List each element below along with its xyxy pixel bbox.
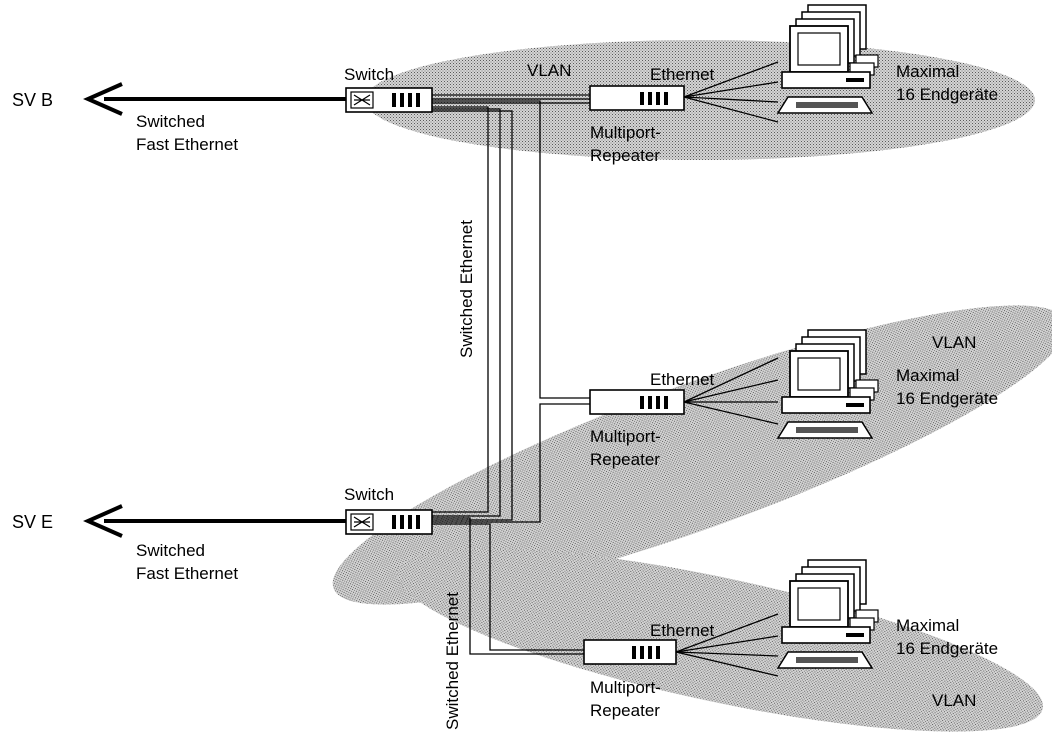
segment-bottom-devices-line1: Maximal bbox=[896, 616, 959, 635]
segment-top-repeater-line2: Repeater bbox=[590, 146, 660, 165]
segment-mid-media: Ethernet bbox=[650, 370, 715, 389]
repeater-bottom bbox=[584, 640, 676, 664]
repeater-middle bbox=[590, 390, 684, 414]
segment-bottom-repeater-line1: Multiport- bbox=[590, 678, 661, 697]
switch-bottom-label: Switch bbox=[344, 485, 394, 504]
segment-top-devices-line2: 16 Endgeräte bbox=[896, 85, 998, 104]
switch-top bbox=[346, 88, 432, 112]
segment-top-devices-line1: Maximal bbox=[896, 62, 959, 81]
segment-bottom-devices-line2: 16 Endgeräte bbox=[896, 639, 998, 658]
uplink-arrow-sv-b bbox=[88, 84, 346, 114]
vlan-label-top: VLAN bbox=[527, 61, 571, 80]
uplink-target-sv-e: SV E bbox=[12, 512, 53, 532]
uplink-label-e-line2: Fast Ethernet bbox=[136, 564, 238, 583]
segment-top-media: Ethernet bbox=[650, 65, 715, 84]
segment-top-repeater-line1: Multiport- bbox=[590, 123, 661, 142]
segment-mid-devices-line1: Maximal bbox=[896, 366, 959, 385]
uplink-target-sv-b: SV B bbox=[12, 90, 53, 110]
segment-mid-repeater-line2: Repeater bbox=[590, 450, 660, 469]
uplink-arrow-sv-e bbox=[88, 506, 346, 536]
uplink-label-b-line2: Fast Ethernet bbox=[136, 135, 238, 154]
switch-top-label: Switch bbox=[344, 65, 394, 84]
repeater-top bbox=[590, 86, 684, 110]
trunk-label-upper: Switched Ethernet bbox=[457, 220, 476, 358]
segment-mid-repeater-line1: Multiport- bbox=[590, 427, 661, 446]
trunk-label-lower: Switched Ethernet bbox=[443, 592, 462, 730]
uplink-label-b-line1: Switched bbox=[136, 112, 205, 131]
vlan-label-middle: VLAN bbox=[932, 333, 976, 352]
segment-bottom-media: Ethernet bbox=[650, 621, 715, 640]
segment-mid-devices-line2: 16 Endgeräte bbox=[896, 389, 998, 408]
uplink-label-e-line1: Switched bbox=[136, 541, 205, 560]
switch-bottom bbox=[346, 510, 432, 534]
segment-bottom-repeater-line2: Repeater bbox=[590, 701, 660, 720]
vlan-label-bottom: VLAN bbox=[932, 691, 976, 710]
